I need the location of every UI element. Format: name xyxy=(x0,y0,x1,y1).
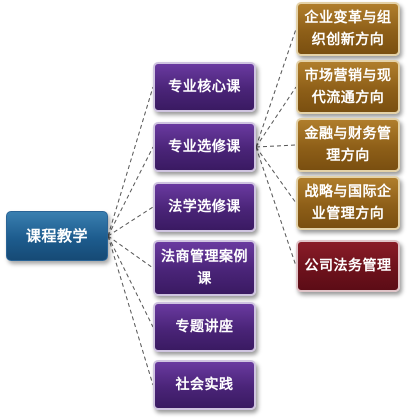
elective-node-label: 企业变革与组织创新方向 xyxy=(304,10,392,48)
root-node-course-teaching: 课程教学 xyxy=(6,211,108,261)
course-node-label: 社会实践 xyxy=(175,377,234,393)
connector-root-to-course-5 xyxy=(107,235,154,386)
elective-node-label: 公司法务管理 xyxy=(304,258,392,274)
course-node-label: 法商管理案例课 xyxy=(161,249,248,287)
connector-root-to-course-1 xyxy=(107,146,154,237)
course-node-social-practice: 社会实践 xyxy=(153,360,256,410)
connector-elective-1 xyxy=(255,86,297,148)
elective-node-org-innovation: 企业变革与组织创新方向 xyxy=(296,2,400,56)
connector-root-to-course-4 xyxy=(107,235,154,328)
course-node-lectures: 专题讲座 xyxy=(153,302,256,352)
course-node-law-electives: 法学选修课 xyxy=(153,182,256,232)
elective-node-legal-affairs: 公司法务管理 xyxy=(296,240,400,292)
course-node-label: 专题讲座 xyxy=(175,319,234,335)
course-node-major-electives: 专业选修课 xyxy=(153,122,256,172)
connector-elective-3 xyxy=(255,146,297,204)
elective-node-label: 金融与财务管理方向 xyxy=(304,126,392,164)
connector-root-to-course-2 xyxy=(107,206,154,237)
course-node-label: 专业核心课 xyxy=(168,79,241,95)
elective-node-strategy: 战略与国际企业管理方向 xyxy=(296,176,400,230)
elective-node-marketing: 市场营销与现代流通方向 xyxy=(296,60,400,114)
connector-elective-2 xyxy=(255,144,297,148)
elective-node-label: 市场营销与现代流通方向 xyxy=(304,68,392,106)
course-node-case-studies: 法商管理案例课 xyxy=(153,240,256,296)
root-node-label: 课程教学 xyxy=(25,227,88,245)
course-node-label: 专业选修课 xyxy=(168,139,241,155)
connector-elective-0 xyxy=(255,28,297,148)
elective-node-finance: 金融与财务管理方向 xyxy=(296,118,400,172)
connector-root-to-course-3 xyxy=(107,235,154,269)
elective-node-label: 战略与国际企业管理方向 xyxy=(304,184,392,222)
course-node-label: 法学选修课 xyxy=(168,199,241,215)
connector-root-to-course-0 xyxy=(107,86,154,237)
connector-elective-4 xyxy=(255,146,297,267)
course-node-core: 专业核心课 xyxy=(153,62,256,112)
